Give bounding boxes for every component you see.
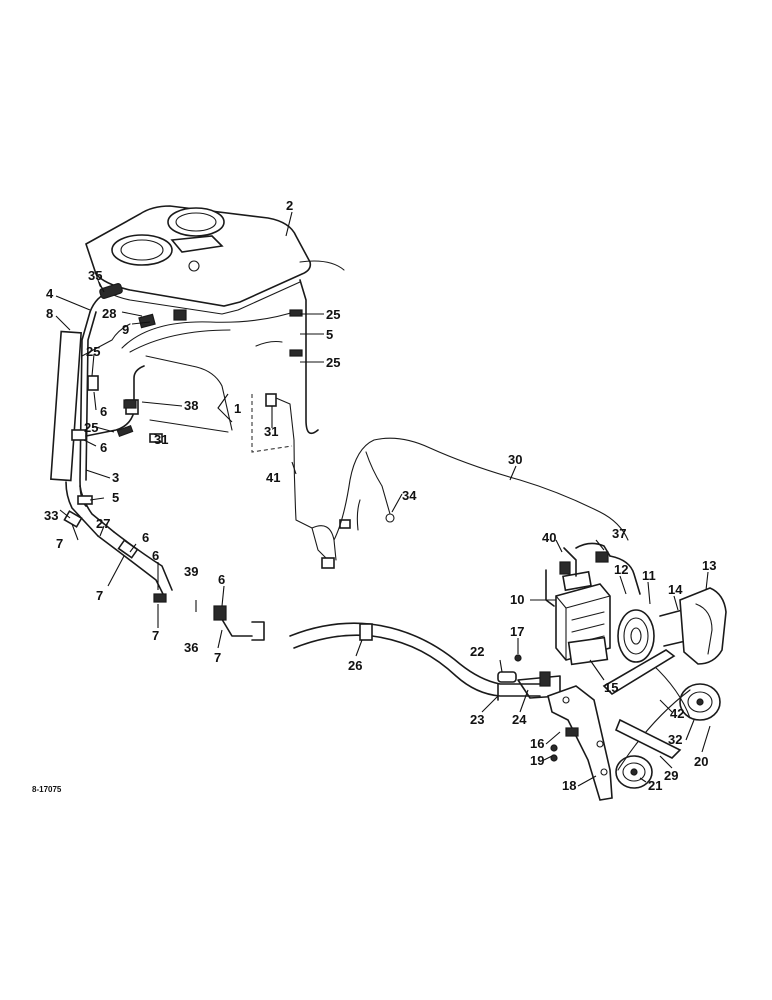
callout-31b: 31 — [264, 424, 278, 439]
callout-39: 39 — [184, 564, 198, 579]
callout-16: 16 — [530, 736, 544, 751]
callout-25a: 25 — [326, 307, 340, 322]
callout-3: 3 — [112, 470, 119, 485]
callout-34: 34 — [402, 488, 417, 503]
callout-32: 32 — [668, 732, 682, 747]
mounting-bracket — [547, 649, 682, 801]
callout-28: 28 — [102, 306, 116, 321]
callout-21: 21 — [648, 778, 662, 793]
callout-7a: 7 — [56, 536, 63, 551]
callout-11: 11 — [642, 568, 656, 583]
callout-14: 14 — [668, 582, 683, 597]
callout-15: 15 — [604, 680, 618, 695]
callout-18: 18 — [562, 778, 576, 793]
callout-9: 9 — [122, 322, 129, 337]
callout-13: 13 — [702, 558, 716, 573]
callout-5b: 5 — [112, 490, 119, 505]
callout-27: 27 — [96, 516, 110, 531]
callout-6b: 6 — [100, 440, 107, 455]
callout-5a: 5 — [326, 327, 333, 342]
figure-code: 8-17075 — [32, 785, 62, 794]
lower-hoses — [97, 531, 561, 701]
fittings-group — [213, 605, 265, 641]
callout-1: 1 — [234, 401, 241, 416]
callout-6a: 6 — [100, 404, 107, 419]
callout-22: 22 — [470, 644, 484, 659]
left-hose-assembly — [50, 283, 145, 537]
compressor — [545, 542, 641, 666]
callout-30: 30 — [508, 452, 522, 467]
roof-housing — [85, 205, 312, 315]
callout-33: 33 — [44, 508, 58, 523]
callout-2: 2 — [286, 198, 293, 213]
wiring-harness — [275, 397, 629, 569]
callout-7b: 7 — [96, 588, 103, 603]
callout-4: 4 — [46, 286, 54, 301]
callout-25d: 25 — [84, 420, 98, 435]
callout-7c: 7 — [152, 628, 159, 643]
callout-17: 17 — [510, 624, 524, 639]
callout-12: 12 — [614, 562, 628, 577]
cab-frame — [121, 260, 345, 453]
callout-6d: 6 — [152, 548, 159, 563]
callout-10: 10 — [510, 592, 524, 607]
callout-25c: 25 — [86, 344, 100, 359]
callout-41: 41 — [266, 470, 280, 485]
callout-8: 8 — [46, 306, 53, 321]
callout-29: 29 — [664, 768, 678, 783]
callout-20: 20 — [694, 754, 708, 769]
callout-labels: 1 2 3 4 5 5 6 6 6 6 6 7 7 7 7 8 9 10 11 … — [32, 198, 716, 794]
callout-6c: 6 — [142, 530, 149, 545]
callout-6e: 6 — [218, 572, 225, 587]
callout-40: 40 — [542, 530, 556, 545]
callout-23: 23 — [470, 712, 484, 727]
callout-37: 37 — [612, 526, 626, 541]
callout-26: 26 — [348, 658, 362, 673]
callout-31a: 31 — [154, 432, 168, 447]
callout-38: 38 — [184, 398, 198, 413]
leader-lines — [55, 211, 711, 787]
callout-7d: 7 — [214, 650, 221, 665]
callout-42: 42 — [670, 706, 684, 721]
callout-36: 36 — [184, 640, 198, 655]
callout-35: 35 — [88, 268, 102, 283]
hardware — [123, 309, 522, 662]
callout-24: 24 — [512, 712, 527, 727]
callout-25b: 25 — [326, 355, 340, 370]
callout-19: 19 — [530, 753, 544, 768]
